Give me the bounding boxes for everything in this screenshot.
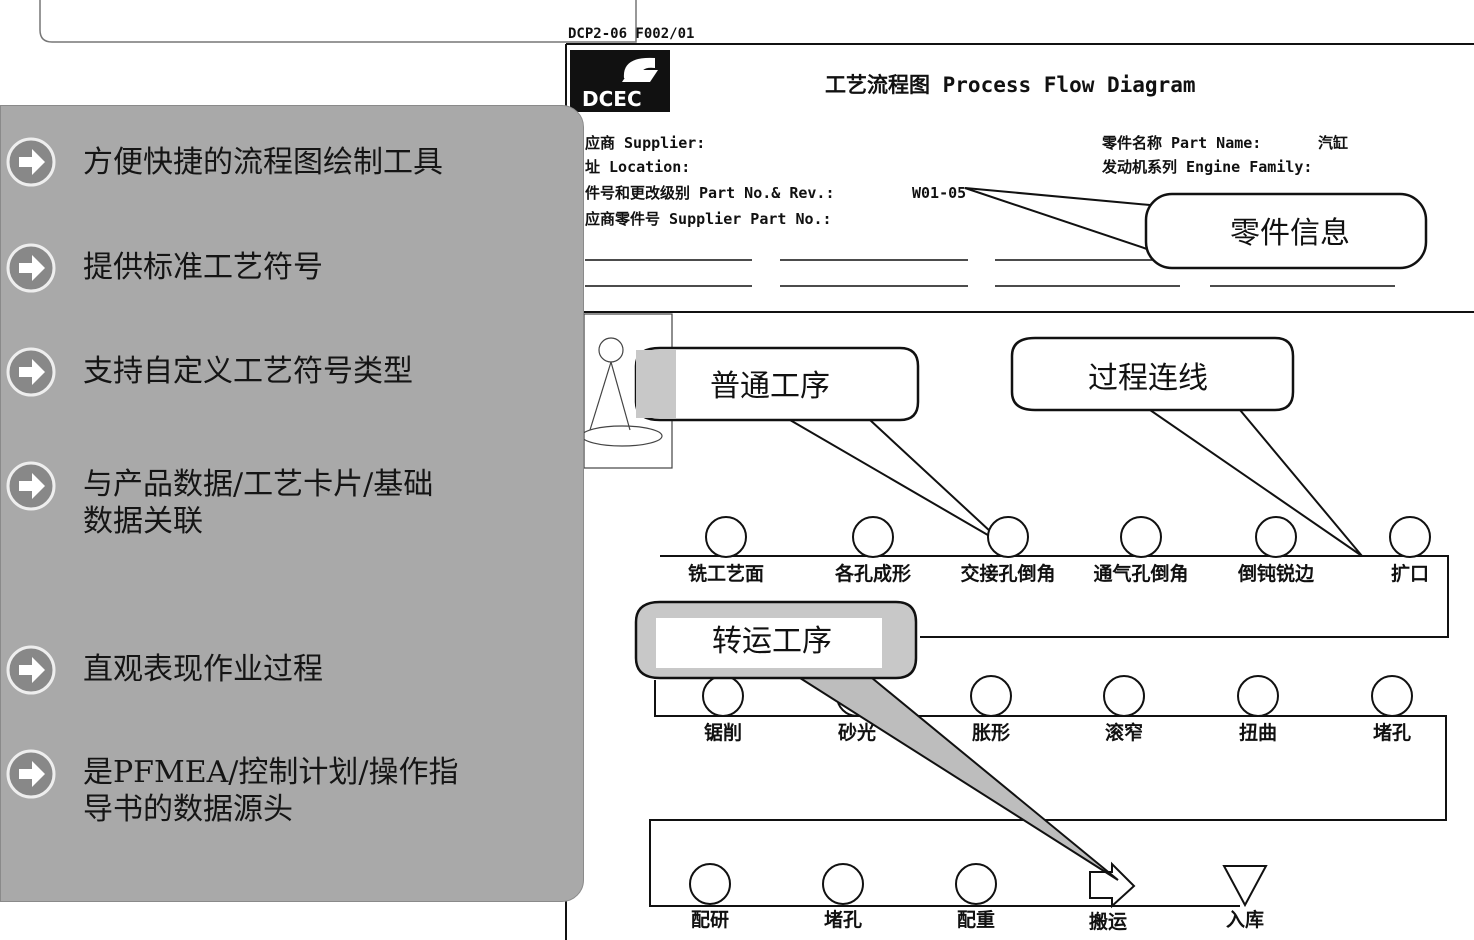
svg-text:铣工艺面: 铣工艺面 [688, 562, 764, 585]
process-node: 交接孔倒角 [960, 516, 1056, 585]
svg-text:配重: 配重 [957, 909, 995, 931]
svg-text:堵孔: 堵孔 [824, 908, 862, 931]
feature-text: 是PFMEA/控制计划/操作指 导书的数据源头 [83, 754, 503, 828]
process-node: 铣工艺面 [688, 516, 764, 585]
arrow-right-circle-icon [6, 749, 56, 799]
part-name-value: 汽缸 [1318, 134, 1348, 152]
svg-text:过程连线: 过程连线 [1088, 361, 1208, 396]
svg-text:配研: 配研 [691, 909, 729, 931]
arrow-right-circle-icon [6, 137, 56, 187]
field-location: 址 Location: [585, 158, 690, 176]
arrow-right-circle-icon [6, 461, 56, 511]
svg-text:砂光: 砂光 [838, 721, 876, 744]
feature-text: 提供标准工艺符号 [83, 250, 323, 285]
callout-normal-process: 普通工序 [634, 346, 1006, 546]
feature-text-line-2: 数据关联 [83, 504, 203, 539]
process-node: 堵孔 [822, 863, 864, 931]
doc-title: 工艺流程图 Process Flow Diagram [825, 73, 1196, 97]
svg-text:各孔成形: 各孔成形 [834, 562, 911, 585]
feature-text-line-1: 是PFMEA/控制计划/操作指 [83, 755, 459, 790]
svg-text:扩口: 扩口 [1391, 563, 1429, 585]
signature-lines [585, 259, 1395, 287]
callout-transport-process: 转运工序 [634, 600, 1119, 881]
part-rev-value: W01-05 [912, 184, 966, 202]
flow-row-3: 配研 堵孔 配重 搬运 入库 [689, 861, 1268, 933]
process-node: 胀形 [970, 675, 1012, 744]
transport-node: 搬运 [1089, 861, 1136, 933]
svg-text:DCEC: DCEC [582, 87, 642, 111]
feature-text-line-1: 与产品数据/工艺卡片/基础 [83, 467, 434, 502]
process-node: 滚窄 [1103, 675, 1145, 744]
svg-text:扭曲: 扭曲 [1239, 721, 1277, 744]
process-node: 堵孔 [1371, 675, 1413, 744]
svg-text:胀形: 胀形 [972, 722, 1010, 744]
field-part-name: 零件名称 Part Name: [1101, 134, 1261, 152]
feature-text: 方便快捷的流程图绘制工具 [83, 145, 443, 180]
field-supplier-part-no: 应商零件号 Supplier Part No.: [585, 210, 832, 228]
svg-text:零件信息: 零件信息 [1230, 216, 1350, 251]
callout-process-line: 过程连线 [1010, 336, 1363, 557]
flow-row-1: 铣工艺面 各孔成形 交接孔倒角 通气孔倒角 倒钝锐边 扩口 [688, 516, 1431, 585]
svg-text:通气孔倒角: 通气孔倒角 [1093, 562, 1188, 585]
field-supplier: 应商 Supplier: [585, 134, 705, 152]
process-node: 各孔成形 [834, 516, 911, 585]
svg-text:锯削: 锯削 [704, 721, 742, 744]
feature-text-line-2: 导书的数据源头 [83, 792, 293, 827]
svg-text:搬运: 搬运 [1089, 910, 1127, 933]
field-engine-family: 发动机系列 Engine Family: [1101, 158, 1312, 176]
process-node: 扩口 [1389, 516, 1431, 585]
svg-text:入库: 入库 [1226, 908, 1264, 931]
svg-text:堵孔: 堵孔 [1373, 721, 1411, 744]
svg-text:滚窄: 滚窄 [1105, 721, 1143, 744]
field-part-no: 件号和更改级别 Part No.& Rev.: [585, 184, 835, 202]
callout-part-info: 零件信息 [964, 187, 1428, 270]
process-node: 扭曲 [1237, 675, 1279, 744]
svg-text:倒钝锐边: 倒钝锐边 [1237, 562, 1315, 585]
doc-code: DCP2-06 F002/01 [568, 26, 694, 42]
svg-text:交接孔倒角: 交接孔倒角 [960, 562, 1055, 585]
process-node: 倒钝锐边 [1237, 516, 1315, 585]
feature-text: 支持自定义工艺符号类型 [83, 354, 413, 389]
dcec-logo-icon: DCEC [570, 50, 670, 112]
feature-text: 与产品数据/工艺卡片/基础 数据关联 [83, 466, 503, 540]
feature-panel: 方便快捷的流程图绘制工具 提供标准工艺符号 支持自定义工艺符号类型 与产品数据/… [0, 105, 584, 902]
arrow-right-circle-icon [6, 645, 56, 695]
storage-node: 入库 [1222, 865, 1268, 931]
process-node: 配研 [689, 863, 731, 931]
flow-row-2: 锯削 砂光 胀形 滚窄 扭曲 堵孔 [702, 675, 1413, 744]
arrow-right-circle-icon [6, 243, 56, 293]
process-node: 配重 [955, 863, 997, 931]
arrow-right-circle-icon [6, 347, 56, 397]
top-fragment-box [39, 0, 637, 43]
process-node: 通气孔倒角 [1093, 516, 1189, 585]
svg-text:普通工序: 普通工序 [710, 369, 830, 404]
svg-text:转运工序: 转运工序 [712, 624, 832, 659]
process-node: 锯削 [702, 675, 744, 744]
feature-text: 直观表现作业过程 [83, 652, 323, 687]
flow-connectors [649, 555, 1449, 907]
